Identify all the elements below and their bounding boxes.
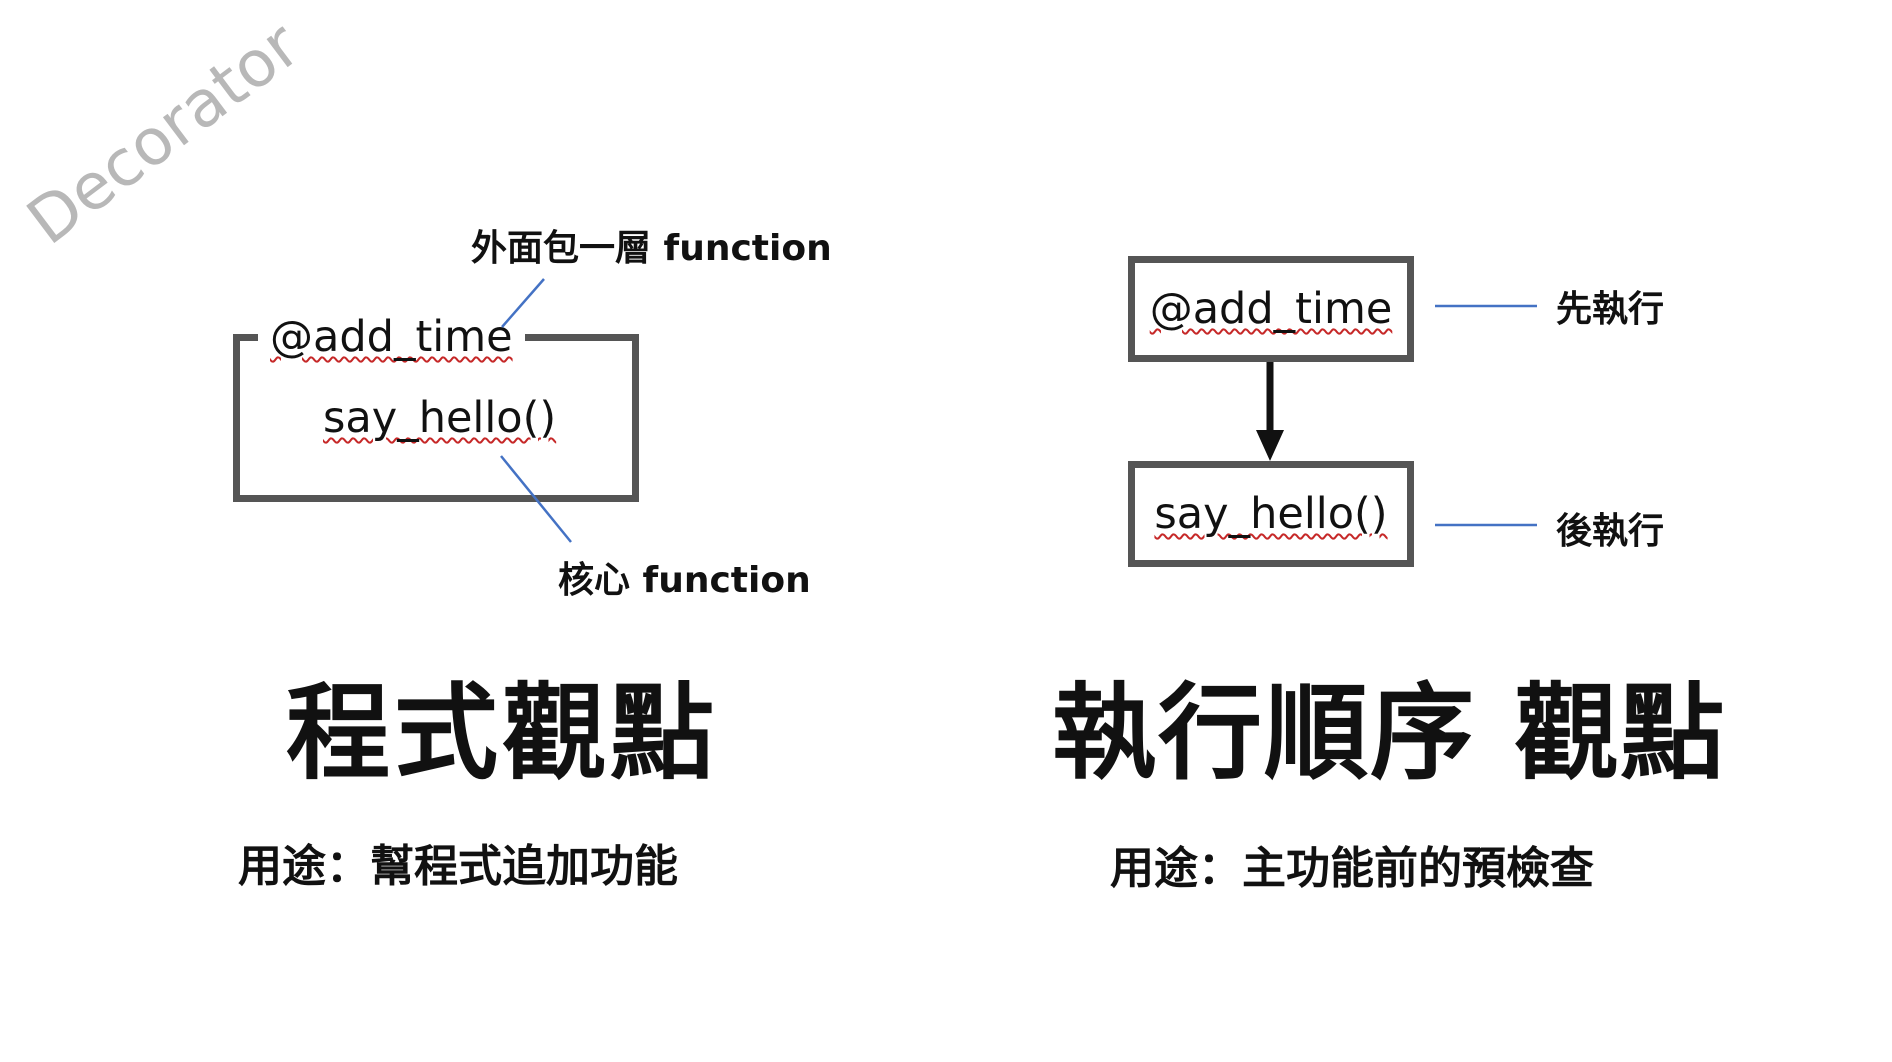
outer-function-note: 外面包一層 function (471, 228, 832, 269)
execution-purpose-text: 用途：主功能前的預檢查 (1110, 843, 1594, 894)
second-execution-note: 後執行 (1556, 511, 1665, 552)
execution-view-heading: 執行順序 觀點 (1052, 672, 1727, 794)
program-function-code: say_hello() (323, 393, 556, 443)
first-execution-box: @add_time (1128, 256, 1414, 362)
second-execution-code: say_hello() (1154, 489, 1388, 539)
second-execution-box: say_hello() (1128, 461, 1414, 567)
program-decorator-code: @add_time (258, 312, 525, 362)
core-function-note: 核心 function (558, 560, 811, 601)
program-view-heading: 程式觀點 (286, 672, 719, 794)
program-function-code-text: say_hello() (323, 393, 557, 443)
program-purpose-text: 用途：幫程式追加功能 (238, 841, 678, 892)
arrow-down-icon (1256, 362, 1284, 461)
decorator-watermark: Decorator (14, 8, 314, 260)
program-decorator-code-text: @add_time (270, 312, 513, 362)
first-execution-note: 先執行 (1556, 289, 1665, 330)
first-execution-code: @add_time (1149, 284, 1393, 334)
